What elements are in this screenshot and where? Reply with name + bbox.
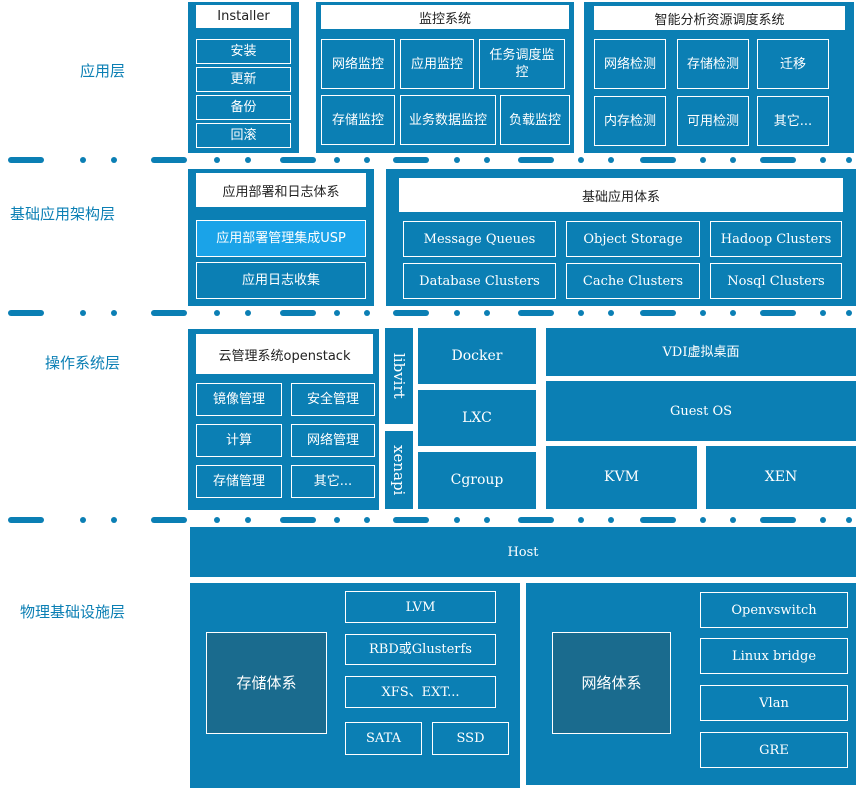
- network-title: 网络体系: [552, 632, 671, 734]
- docker-block: Docker: [418, 328, 536, 384]
- monitor-title: 监控系统: [321, 5, 569, 29]
- basic-database: Database Clusters: [403, 263, 556, 299]
- network-gre: GRE: [700, 732, 848, 768]
- basic-hadoop: Hadoop Clusters: [710, 221, 842, 257]
- analysis-panel: 智能分析资源调度系统 网络检测 存储检测 迁移 内存检测 可用检测 其它...: [584, 2, 854, 153]
- guest-os-block: Guest OS: [546, 381, 856, 441]
- analysis-migrate: 迁移: [757, 39, 829, 89]
- libvirt-label: libvirt: [390, 353, 408, 399]
- layer-label-infra-app: 基础应用架构层: [10, 205, 116, 223]
- network-linux-bridge: Linux bridge: [700, 638, 848, 674]
- storage-rbd: RBD或Glusterfs: [345, 634, 496, 665]
- layer-divider: [8, 310, 860, 318]
- analysis-network: 网络检测: [594, 39, 666, 89]
- analysis-availability: 可用检测: [677, 96, 749, 146]
- layer-label-app: 应用层: [80, 62, 126, 80]
- deploy-log: 应用日志收集: [196, 262, 366, 299]
- storage-ssd: SSD: [432, 722, 509, 755]
- openstack-security: 安全管理: [291, 383, 375, 416]
- host-block: Host: [190, 527, 856, 577]
- analysis-other: 其它...: [757, 96, 829, 146]
- xenapi-block: xenapi: [385, 431, 413, 509]
- openstack-other: 其它...: [291, 465, 375, 498]
- monitor-business: 业务数据监控: [400, 95, 496, 145]
- network-openvswitch: Openvswitch: [700, 592, 848, 628]
- openstack-storage: 存储管理: [196, 465, 282, 498]
- libvirt-block: libvirt: [385, 328, 413, 424]
- xen-block: XEN: [706, 446, 856, 509]
- deploy-panel: 应用部署和日志体系 应用部署管理集成USP 应用日志收集: [188, 169, 374, 306]
- basic-object-storage: Object Storage: [566, 221, 700, 257]
- cgroup-block: Cgroup: [418, 452, 536, 509]
- openstack-network: 网络管理: [291, 424, 375, 457]
- installer-update: 更新: [196, 67, 291, 92]
- analysis-title: 智能分析资源调度系统: [594, 6, 845, 30]
- lxc-block: LXC: [418, 390, 536, 446]
- analysis-memory: 内存检测: [594, 96, 666, 146]
- monitor-panel: 监控系统 网络监控 应用监控 任务调度监控 存储监控 业务数据监控 负载监控: [316, 2, 574, 153]
- kvm-block: KVM: [546, 446, 697, 509]
- installer-panel: Installer 安装 更新 备份 回滚: [188, 2, 299, 153]
- deploy-title: 应用部署和日志体系: [196, 173, 366, 207]
- basic-app-panel: 基础应用体系 Message Queues Object Storage Had…: [386, 169, 856, 306]
- storage-sata: SATA: [345, 722, 422, 755]
- monitor-app: 应用监控: [400, 39, 474, 89]
- storage-fs: XFS、EXT...: [345, 676, 496, 708]
- layer-divider: [8, 517, 860, 525]
- openstack-title: 云管理系统openstack: [196, 334, 373, 374]
- storage-panel: 存储体系 LVM RBD或Glusterfs XFS、EXT... SATA S…: [190, 583, 520, 788]
- installer-title: Installer: [196, 5, 291, 28]
- network-panel: 网络体系 Openvswitch Linux bridge Vlan GRE: [526, 583, 856, 785]
- openstack-compute: 计算: [196, 424, 282, 457]
- network-vlan: Vlan: [700, 685, 848, 721]
- layer-label-os: 操作系统层: [45, 354, 121, 372]
- monitor-storage: 存储监控: [321, 95, 395, 145]
- openstack-panel: 云管理系统openstack 镜像管理 安全管理 计算 网络管理 存储管理 其它…: [188, 329, 379, 510]
- installer-rollback: 回滚: [196, 123, 291, 148]
- openstack-image: 镜像管理: [196, 383, 282, 416]
- basic-cache: Cache Clusters: [566, 263, 700, 299]
- layer-divider: [8, 157, 860, 165]
- storage-lvm: LVM: [345, 591, 496, 623]
- storage-title: 存储体系: [206, 632, 327, 734]
- basic-message-queues: Message Queues: [403, 221, 556, 257]
- basic-nosql: Nosql Clusters: [710, 263, 842, 299]
- monitor-network: 网络监控: [321, 39, 395, 89]
- monitor-task: 任务调度监控: [479, 39, 565, 89]
- xenapi-label: xenapi: [390, 444, 408, 496]
- monitor-load: 负载监控: [500, 95, 570, 145]
- vdi-block: VDI虚拟桌面: [546, 328, 856, 376]
- installer-backup: 备份: [196, 95, 291, 120]
- layer-label-physical: 物理基础设施层: [20, 603, 126, 621]
- deploy-usp: 应用部署管理集成USP: [196, 220, 366, 257]
- basic-app-title: 基础应用体系: [399, 178, 843, 212]
- analysis-storage: 存储检测: [677, 39, 749, 89]
- installer-install: 安装: [196, 39, 291, 64]
